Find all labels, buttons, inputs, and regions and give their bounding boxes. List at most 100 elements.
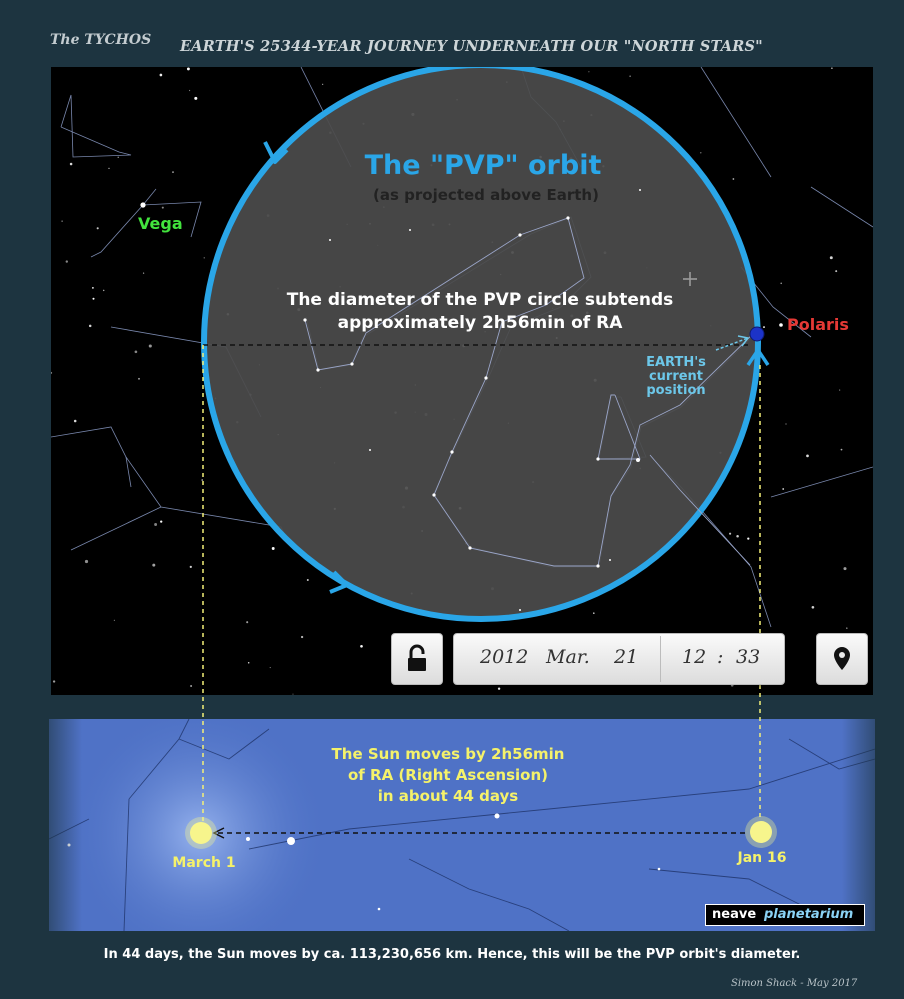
sky-star: [51, 371, 53, 374]
sky-star: [785, 423, 787, 425]
sky-star: [247, 662, 250, 664]
sky-star: [194, 96, 198, 100]
sky-star: [134, 350, 138, 354]
orbit-title: The "PVP" orbit: [365, 150, 602, 181]
location-button[interactable]: [816, 633, 868, 685]
sky-star: [52, 680, 56, 683]
sky-star: [747, 537, 750, 540]
sky-star: [203, 257, 205, 259]
sun-motion-arrowhead: [212, 827, 225, 839]
vega-label: Vega: [138, 214, 183, 233]
minute-field[interactable]: 33: [736, 646, 761, 668]
sky-star: [497, 687, 501, 690]
hour-field[interactable]: 12: [682, 646, 707, 668]
sky-star: [831, 67, 833, 70]
sky-star: [782, 488, 785, 490]
sky-star: [806, 454, 809, 458]
sky-star: [811, 605, 815, 609]
author-credit: Simon Shack - May 2017: [731, 978, 858, 989]
orbit-arrow-top: [263, 141, 289, 164]
sky-star: [88, 324, 92, 328]
jan-sun: [750, 821, 772, 843]
day-field[interactable]: 21: [614, 646, 639, 668]
sky-star: [729, 532, 732, 535]
sky-star: [152, 563, 156, 567]
earth-label-line2: current: [649, 369, 703, 384]
polaris-label: Polaris: [787, 315, 849, 334]
pvp-orbit-circle: [201, 67, 761, 622]
sky-star: [138, 377, 140, 380]
sky-star: [839, 389, 841, 391]
earth-pointer: [715, 337, 749, 351]
sky-star: [840, 448, 843, 451]
sky-star: [629, 75, 631, 77]
sky-star: [160, 520, 163, 523]
sky-star: [780, 282, 782, 285]
lock-button[interactable]: [391, 633, 443, 685]
sun-text-line1: The Sun moves by 2h56min: [332, 745, 565, 763]
neave-planetarium-logo[interactable]: neave planetarium: [705, 904, 865, 926]
logo-word-neave: neave: [712, 907, 757, 922]
sky-star: [322, 83, 324, 85]
sky-star: [700, 152, 702, 154]
sky-star: [73, 419, 77, 423]
date-time-control[interactable]: 2012 Mar. 21 12 : 33: [453, 633, 785, 685]
sky-star: [61, 220, 63, 222]
sky-star: [96, 227, 99, 230]
sky-star: [360, 644, 363, 648]
sky-star: [113, 619, 115, 621]
sky-star: [269, 667, 271, 669]
sky-star: [161, 206, 164, 209]
sky-star: [102, 289, 105, 292]
sky-star: [736, 534, 739, 538]
date-time-divider: [660, 636, 661, 682]
band-svg: [49, 719, 875, 931]
month-field[interactable]: Mar.: [546, 646, 590, 668]
sky-star: [117, 156, 119, 158]
page-title: EARTH'S 25344-YEAR JOURNEY UNDERNEATH OU…: [180, 38, 763, 55]
sky-star: [246, 621, 249, 624]
footer-note: In 44 days, the Sun moves by ca. 113,230…: [103, 947, 801, 962]
march-label: March 1: [172, 855, 235, 871]
sky-star: [172, 171, 174, 173]
sky-star: [292, 693, 294, 695]
sky-star: [835, 270, 838, 273]
sky-star: [84, 559, 89, 564]
sky-star: [186, 67, 190, 71]
sky-star: [846, 627, 848, 629]
march-sun: [190, 822, 212, 844]
time-separator: :: [717, 646, 724, 668]
sky-star: [201, 479, 203, 481]
sky-star: [65, 260, 68, 263]
year-field[interactable]: 2012: [480, 646, 529, 668]
orbit-stars: [303, 189, 641, 611]
sky-star: [108, 167, 110, 169]
earth-up-arrow: [746, 346, 770, 366]
sky-star: [189, 89, 191, 92]
sky-star: [189, 565, 192, 569]
sky-star: [154, 523, 158, 526]
sun-text-line3: in about 44 days: [378, 787, 519, 805]
sky-star: [92, 287, 94, 289]
sky-star: [306, 578, 309, 582]
jan-label: Jan 16: [737, 850, 787, 866]
logo-word-planetarium: planetarium: [764, 907, 854, 922]
diameter-text-line2: approximately 2h56min of RA: [338, 313, 624, 333]
lock-open-icon: [408, 644, 426, 671]
map-pin-icon: [834, 647, 850, 670]
sky-star: [190, 685, 193, 687]
sky-star: [159, 73, 163, 77]
sun-band[interactable]: [49, 719, 875, 931]
orbit-arrow-bottom: [329, 570, 349, 594]
earth-label-line3: position: [646, 383, 705, 398]
sky-star: [69, 162, 73, 166]
diameter-text-line1: The diameter of the PVP circle subtends: [287, 290, 674, 310]
sky-star: [843, 567, 847, 571]
sky-star: [148, 344, 152, 348]
sky-star: [763, 326, 765, 329]
sky-star: [300, 635, 304, 639]
earth-position-marker: [749, 326, 765, 342]
sky-star: [593, 612, 595, 614]
sky-star: [92, 297, 95, 300]
